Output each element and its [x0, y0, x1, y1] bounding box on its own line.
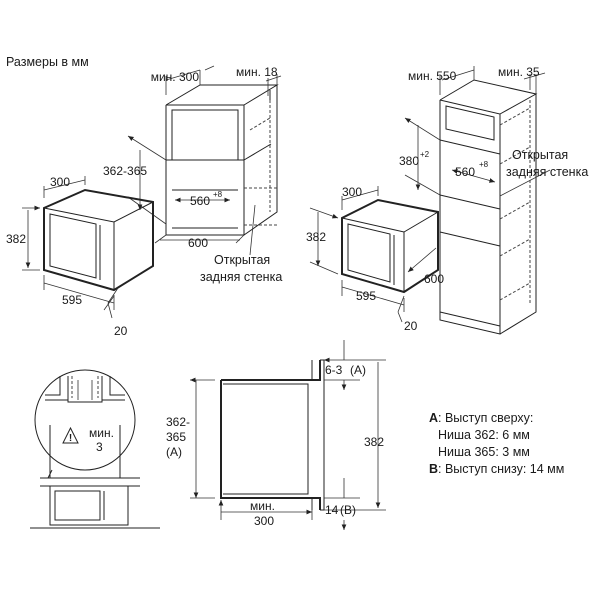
- tr-cabinet-width: 600: [424, 272, 444, 286]
- section-top-protrusion: 6-3: [325, 363, 343, 377]
- section-niche-height-1: 362-: [166, 415, 190, 429]
- warning-icon: !: [69, 433, 72, 444]
- legend-b-key: B: [429, 462, 438, 476]
- tl-oven-height: 382: [6, 232, 26, 246]
- legend-a-key: A: [429, 411, 438, 425]
- tl-cabinet-depth-min: мин. 300: [151, 70, 200, 84]
- top-right-oven: [309, 186, 439, 323]
- legend-a-line2: Ниша 362: 6 мм: [438, 428, 530, 442]
- tl-niche-height: 362-365: [103, 164, 147, 178]
- tr-niche-width-tol: +8: [479, 160, 489, 169]
- section-depth-min-2: 300: [254, 514, 274, 528]
- tr-open-back-line2: задняя стенка: [506, 165, 588, 179]
- detail-min-value: 3: [96, 440, 103, 454]
- top-right-cabinet: [405, 66, 551, 335]
- top-left-oven: [22, 176, 154, 319]
- legend-b-text: : Выступ снизу: 14 мм: [438, 462, 564, 476]
- tl-cabinet-gap-min: мин. 18: [236, 65, 278, 79]
- tr-oven-height: 382: [306, 230, 326, 244]
- tl-niche-width-tol: +8: [213, 190, 223, 199]
- top-left-cabinet: [128, 65, 282, 244]
- tl-open-back-line1: Открытая: [214, 253, 270, 267]
- section-depth-min-1: мин.: [250, 499, 275, 513]
- tl-cabinet-width: 600: [188, 236, 208, 250]
- tr-niche-width: 560: [455, 165, 475, 179]
- legend-a-text: : Выступ сверху:: [438, 411, 533, 425]
- tr-oven-width: 595: [356, 289, 376, 303]
- tr-oven-front: 20: [404, 319, 418, 333]
- section-niche-height-3: (A): [166, 445, 182, 459]
- tl-oven-width: 595: [62, 293, 82, 307]
- tr-cabinet-gap-min: мин. 35: [498, 65, 540, 79]
- tr-niche-height: 380: [399, 154, 419, 168]
- tr-open-back-line1: Открытая: [512, 148, 568, 162]
- legend: A : Выступ сверху: Ниша 362: 6 мм Ниша 3…: [429, 411, 564, 476]
- tl-open-back-leader: [249, 204, 256, 256]
- section-view: [190, 340, 386, 530]
- section-bottom-protrusion-ref: (B): [340, 503, 356, 517]
- tr-oven-depth: 300: [342, 185, 362, 199]
- tl-niche-width: 560: [190, 194, 210, 208]
- tl-oven-front: 20: [114, 324, 128, 338]
- tl-open-back-line2: задняя стенка: [200, 270, 282, 284]
- units-label: Размеры в мм: [6, 55, 89, 69]
- warning-triangle: [62, 426, 79, 444]
- detail-magnifier: [30, 369, 160, 529]
- section-top-protrusion-ref: (A): [350, 363, 366, 377]
- tr-niche-height-tol: +2: [420, 150, 430, 159]
- section-bottom-protrusion: 14: [325, 503, 339, 517]
- detail-min-label: мин.: [89, 426, 114, 440]
- section-niche-height-2: 365: [166, 430, 186, 444]
- tl-oven-depth: 300: [50, 175, 70, 189]
- legend-a-line3: Ниша 365: 3 мм: [438, 445, 530, 459]
- section-total-height: 382: [364, 435, 384, 449]
- tr-cabinet-depth-min: мин. 550: [408, 69, 457, 83]
